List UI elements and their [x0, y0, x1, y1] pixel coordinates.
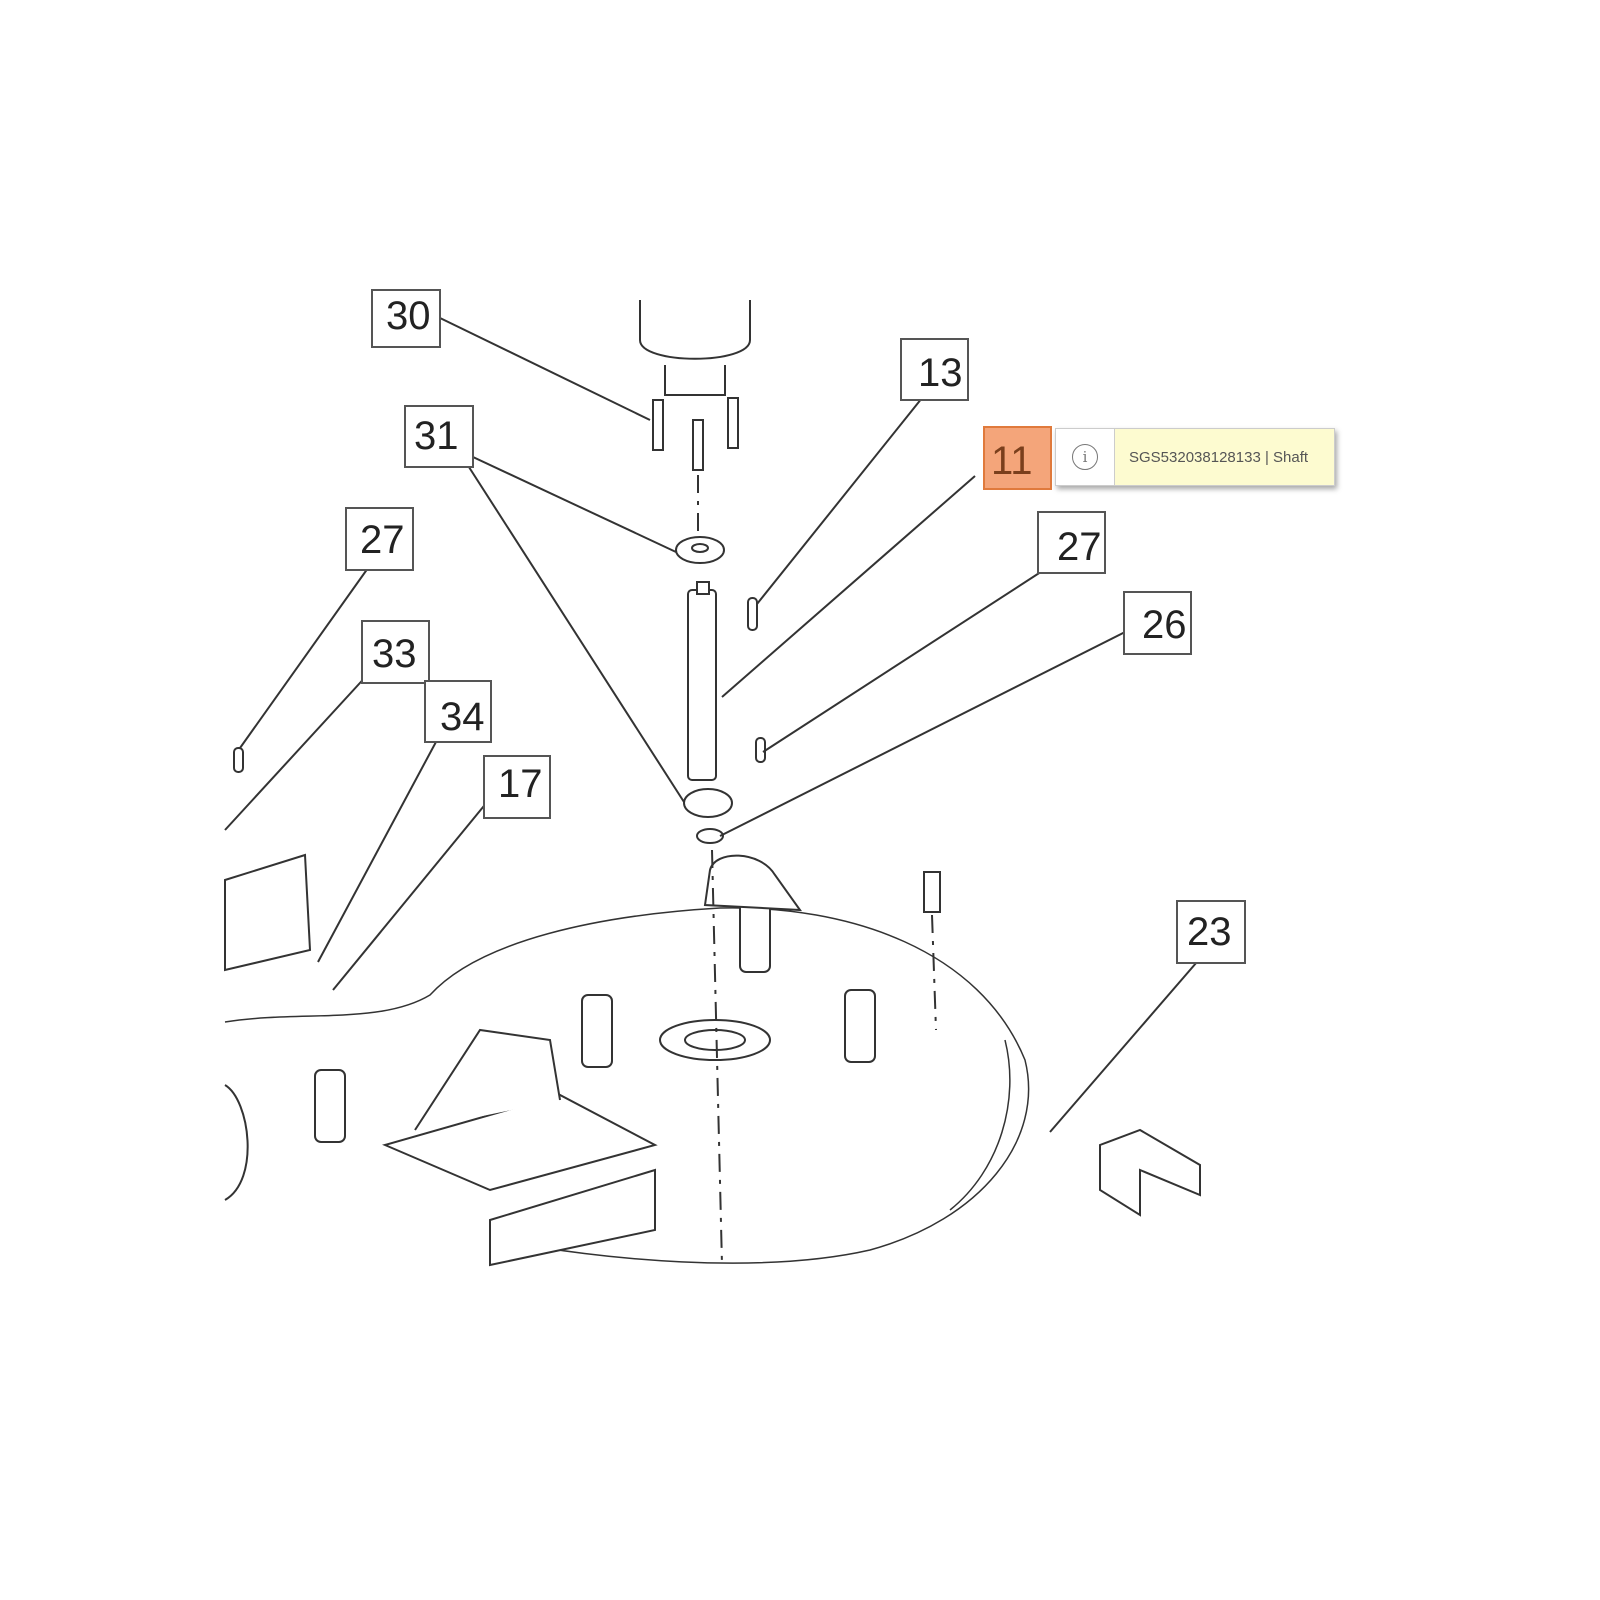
- callout-label: 34: [440, 695, 485, 739]
- callout-26[interactable]: 26: [1123, 591, 1192, 655]
- callout-34[interactable]: 34: [424, 680, 492, 743]
- callout-label: 31: [414, 414, 459, 458]
- callout-11-highlighted[interactable]: 11: [983, 426, 1052, 490]
- callout-label: 23: [1187, 910, 1232, 954]
- callout-label: 27: [360, 518, 405, 562]
- callout-13[interactable]: 13: [900, 338, 969, 401]
- callout-label: 30: [386, 294, 431, 338]
- shaft-assembly: [233, 300, 941, 1266]
- deck-drawing: [224, 853, 1201, 1267]
- callout-23[interactable]: 23: [1176, 900, 1246, 964]
- callout-label: 13: [918, 351, 963, 395]
- callout-label: 17: [498, 762, 543, 806]
- callout-33[interactable]: 33: [361, 620, 430, 684]
- callout-31[interactable]: 31: [404, 405, 474, 468]
- tooltip-text: SGS532038128133 | Shaft: [1115, 429, 1334, 485]
- leader-lines: [224, 317, 1204, 1133]
- callout-30[interactable]: 30: [371, 289, 441, 348]
- callout-27-left[interactable]: 27: [345, 507, 414, 571]
- part-tooltip: i SGS532038128133 | Shaft: [1055, 428, 1335, 486]
- info-icon[interactable]: i: [1072, 444, 1098, 470]
- callout-17[interactable]: 17: [483, 755, 551, 819]
- callout-label: 27: [1057, 525, 1102, 569]
- callout-label: 33: [372, 632, 417, 676]
- callout-27-right[interactable]: 27: [1037, 511, 1106, 574]
- callout-label: 26: [1142, 603, 1187, 647]
- callout-label: 11: [991, 439, 1033, 483]
- info-icon-container[interactable]: i: [1056, 429, 1115, 485]
